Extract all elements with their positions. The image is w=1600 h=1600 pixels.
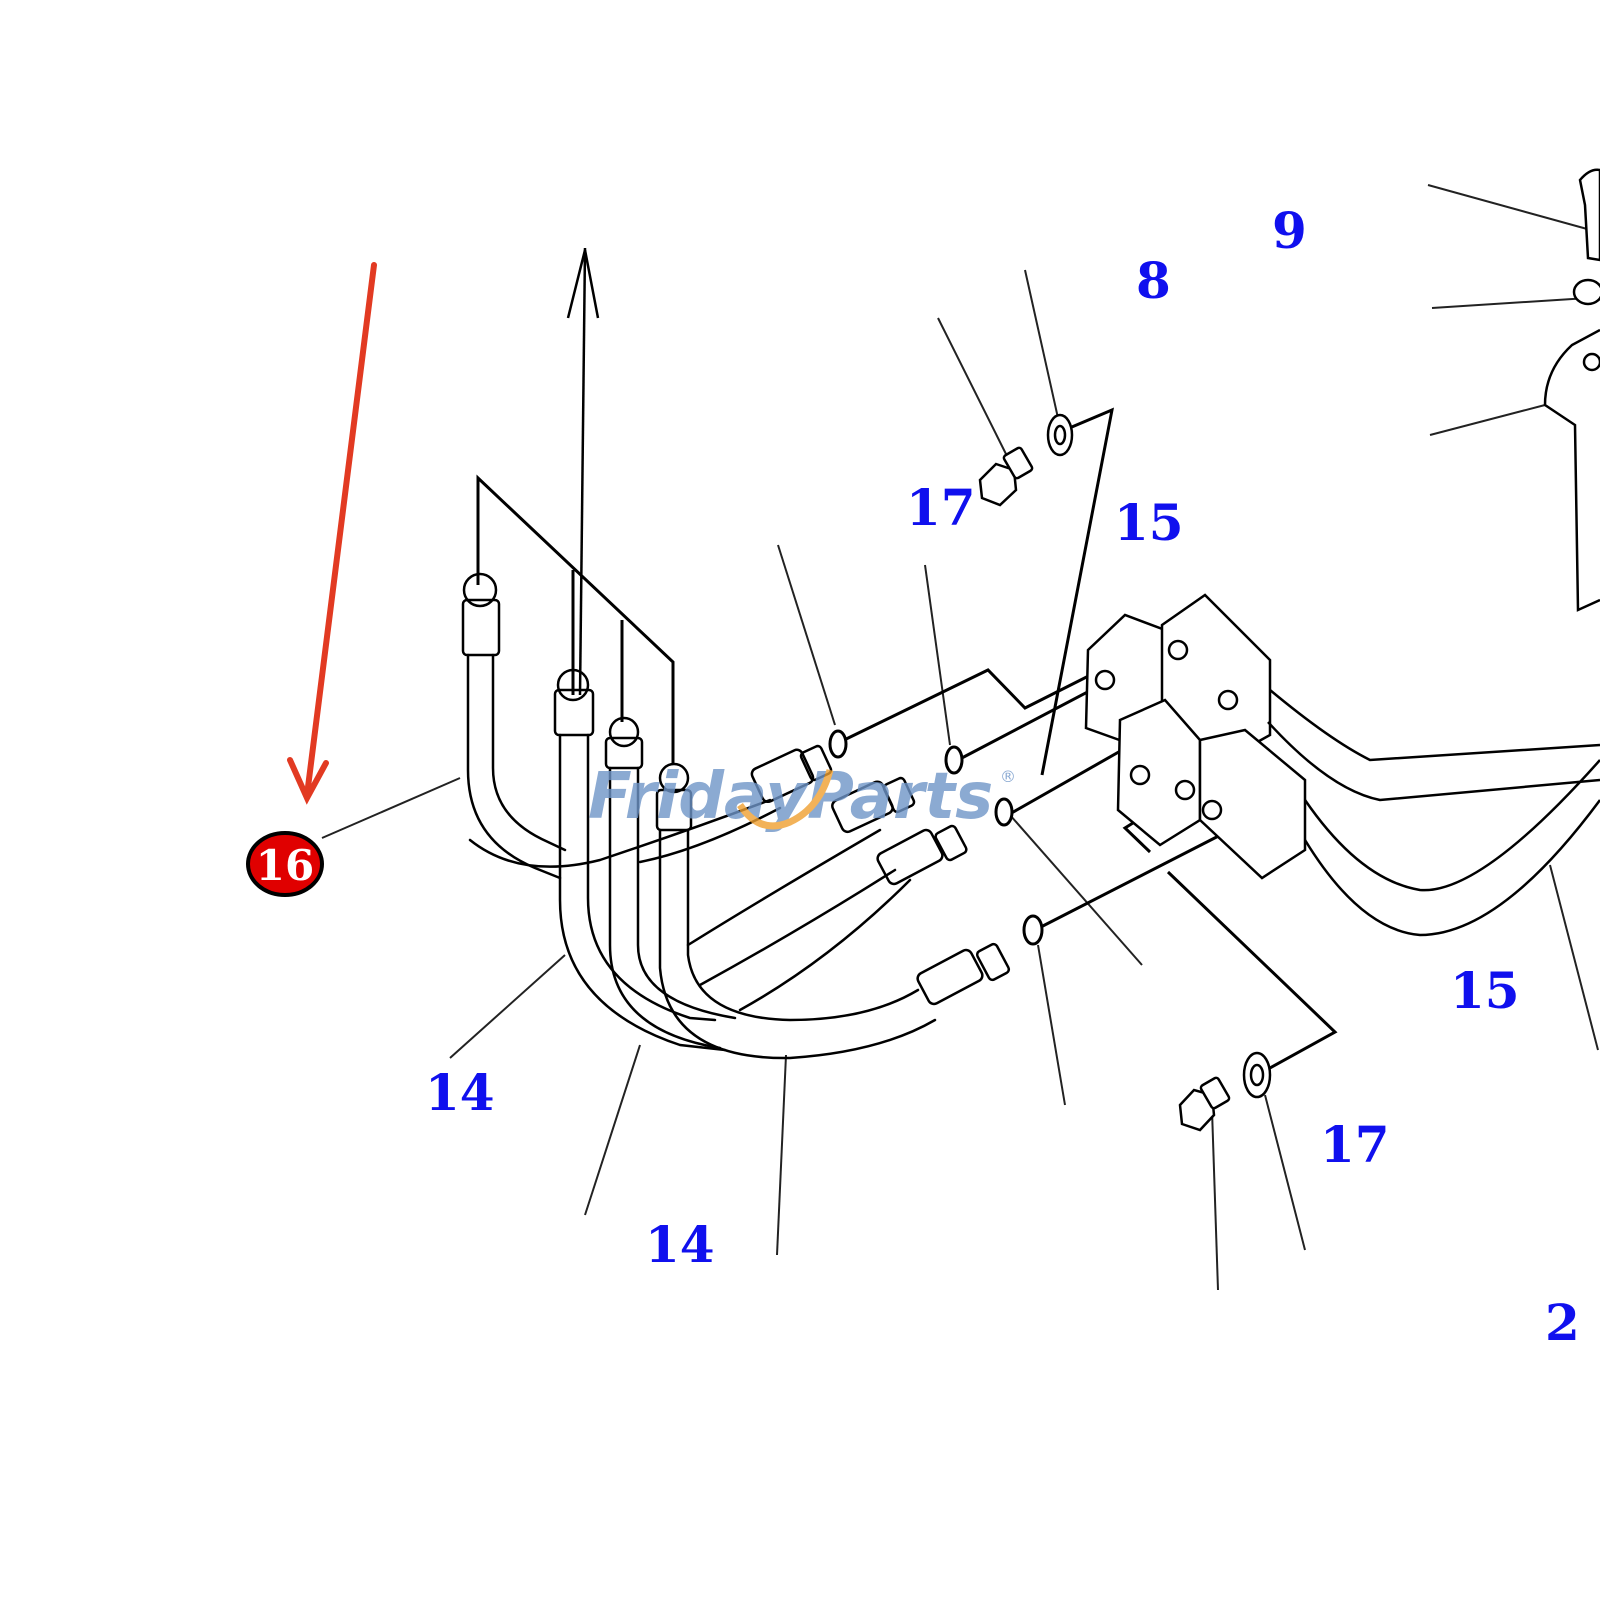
hose-fitting-3 [876,824,968,886]
o-ring-4 [1022,914,1044,946]
leader-lines [321,184,1599,1291]
callout-9[interactable]: 9 [1272,201,1307,260]
watermark-registered: ® [1000,767,1016,786]
hose-fitting-1 [750,744,833,804]
o-ring-2 [944,745,964,775]
hose-2 [558,733,727,1052]
leader-oring-low [1037,944,1066,1106]
callout-14-bottom[interactable]: 14 [645,1215,715,1274]
hose-3 [608,766,722,1050]
callout-15-right[interactable]: 15 [1450,961,1520,1020]
hose-1 [466,653,562,880]
flange-lower-right [1198,728,1307,880]
washer-top [1046,413,1074,457]
leader-14a [449,954,566,1059]
washer-low [1242,1051,1272,1099]
bracket-flange-low [1166,870,1338,1070]
pipes-right [1267,689,1600,937]
leader-15b [1549,864,1599,1051]
leader-14b-left [584,1044,641,1216]
hose-fitting-2 [831,776,916,834]
leader-bolt-top [937,317,1011,463]
leader-14b-right [776,1054,787,1256]
leader-bolt-low [1211,1109,1219,1291]
leader-9c [1429,404,1546,436]
o-rings [828,729,1044,946]
o-ring-3 [994,797,1014,827]
bracket-flange-top [1040,407,1115,776]
callout-17-bottom[interactable]: 17 [1320,1115,1390,1174]
highlight-callout-16[interactable]: 16 [246,831,324,897]
leader-9b [1431,297,1589,309]
highlight-callout-label: 16 [256,841,314,890]
callout-8[interactable]: 8 [1136,251,1171,310]
callout-15-top[interactable]: 15 [1114,493,1184,552]
callout-labels: 9 8 17 15 15 14 14 17 2 [425,201,1580,1352]
flange-block [1084,593,1307,880]
hose-4 [658,828,937,1060]
bracket-hose-ends [476,474,675,765]
o-ring-1 [828,729,848,759]
leader-oring-top [777,544,836,726]
mount-bracket [1543,168,1600,612]
leader-washer-low [1264,1094,1306,1251]
hose-assembly [461,572,1011,1060]
callout-2[interactable]: 2 [1545,1293,1580,1352]
leader-washer-top [1024,269,1059,419]
bolt-top [978,446,1034,507]
fasteners [978,413,1272,1132]
leader-16 [321,777,461,839]
callout-17-top[interactable]: 17 [906,478,976,537]
reference-arrow-up [566,247,600,696]
leader-9a [1427,184,1599,233]
bolt-low [1178,1076,1231,1132]
hose-fitting-4 [916,942,1011,1006]
watermark-swoosh [737,769,834,830]
leader-oring-right [1009,814,1143,966]
watermark: FridayParts ® [588,760,1016,834]
bracket-oring-low [1034,823,1241,932]
leader-oring-mid [924,564,951,746]
callout-14-left[interactable]: 14 [425,1063,495,1122]
highlight-arrow [287,262,377,805]
